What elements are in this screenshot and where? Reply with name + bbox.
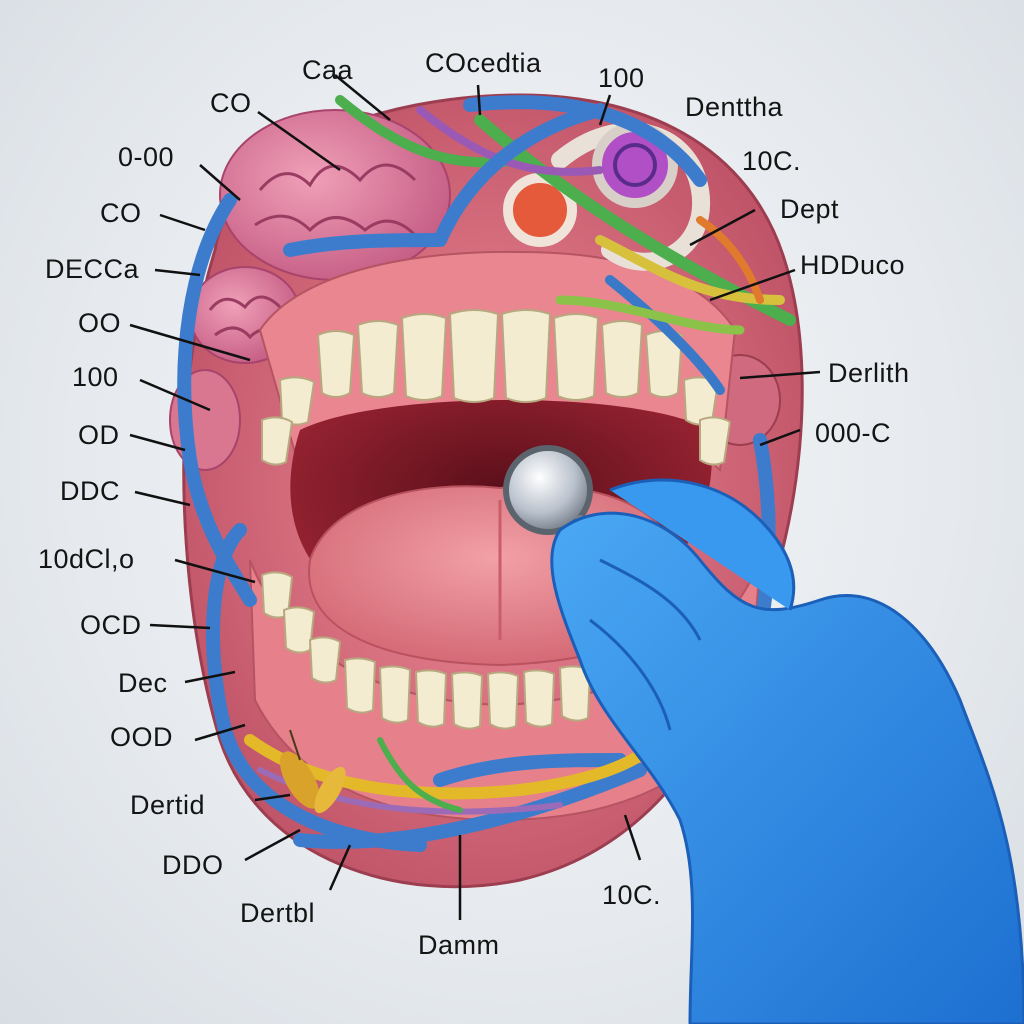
leader-lines bbox=[129, 74, 821, 920]
lower-teeth bbox=[260, 571, 592, 730]
glove-hand bbox=[550, 478, 1024, 1024]
label-right-6: 000-C bbox=[815, 418, 892, 448]
label-top-1: Caa bbox=[302, 55, 354, 85]
label-right-2: 10C. bbox=[742, 146, 802, 176]
label-left-2: 0-00 bbox=[118, 142, 175, 172]
label-top-3: 100 bbox=[598, 63, 645, 93]
label-left-12: OOD bbox=[110, 722, 174, 752]
label-left-3: CO bbox=[100, 198, 142, 228]
label-left-14: DDO bbox=[162, 850, 224, 880]
label-bottom-1: Damm bbox=[418, 930, 500, 960]
label-left-4: DECCa bbox=[45, 254, 140, 284]
label-right-4: HDDuco bbox=[800, 250, 906, 280]
insect-figure bbox=[279, 729, 346, 814]
label-left-8: DDC bbox=[60, 476, 120, 506]
label-top-2: COcedtia bbox=[425, 48, 542, 78]
label-left-15: Dertbl bbox=[240, 898, 316, 928]
label-left-5: OO bbox=[78, 308, 122, 338]
label-left-6: 100 bbox=[72, 362, 119, 392]
label-right-1: Denttha bbox=[685, 92, 784, 122]
label-right-3: Dept bbox=[780, 194, 840, 224]
label-left-7: OD bbox=[78, 420, 120, 450]
label-left-1: CO bbox=[210, 88, 252, 118]
label-left-11: Dec bbox=[118, 668, 168, 698]
label-left-9: 10dCl,o bbox=[38, 544, 135, 574]
label-right-5: Derlith bbox=[828, 358, 910, 388]
label-left-13: Dertid bbox=[130, 790, 206, 820]
label-right-7: 10C. bbox=[602, 880, 662, 910]
label-left-10: OCD bbox=[80, 610, 142, 640]
upper-teeth bbox=[261, 309, 732, 466]
